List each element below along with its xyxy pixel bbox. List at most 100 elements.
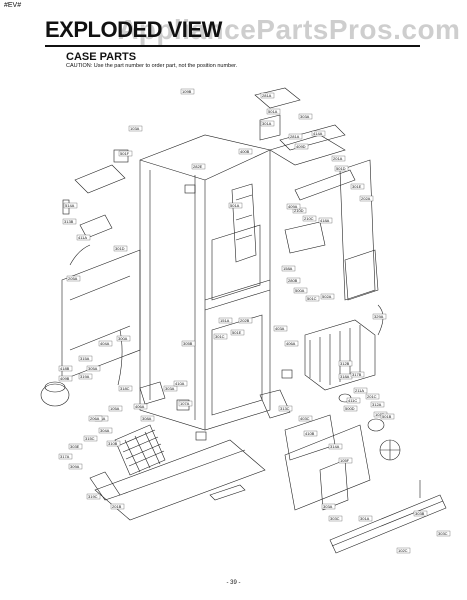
svg-text:303A: 303A (300, 114, 310, 119)
svg-text:105F: 105F (340, 458, 350, 463)
fan-motor-parts (259, 389, 401, 461)
callout-label: 514A (63, 202, 78, 209)
callout-label: 410A (173, 380, 188, 387)
svg-text:500D: 500D (345, 406, 355, 411)
evaporator (304, 304, 384, 391)
page-number: - 39 - (226, 580, 241, 586)
callout-label: 411C (346, 397, 361, 404)
base-plate (89, 439, 266, 521)
svg-text:102C: 102C (398, 548, 408, 553)
compressor-area (40, 329, 190, 411)
callout-label: 303A (298, 113, 313, 120)
callout-label: 418A (318, 217, 333, 224)
callout-label: 403C (298, 415, 313, 422)
callout-label: 409B (58, 375, 73, 382)
svg-text:314A: 314A (330, 444, 340, 449)
callout-label: 105A (108, 405, 123, 412)
callout-label: 210C (302, 215, 317, 222)
callout-label: 501F (118, 150, 133, 157)
svg-text:201A: 201A (333, 156, 343, 161)
svg-text:317B: 317B (352, 372, 362, 377)
callout-label: 205A (66, 275, 81, 282)
callout-label: 201C (365, 393, 380, 400)
svg-text:312B: 312B (340, 361, 350, 366)
svg-text:406A: 406A (135, 404, 145, 409)
callout-label: 501A (228, 202, 243, 209)
callout-label: 301D (113, 245, 128, 252)
callout-label: 305A (86, 365, 101, 372)
svg-text:329A: 329A (374, 314, 384, 319)
top-right-assembly (254, 87, 379, 301)
callout-label: 103A (128, 125, 143, 132)
svg-text:105A: 105A (110, 406, 120, 411)
callout-label: 318C (118, 385, 133, 392)
svg-text:418A: 418A (320, 218, 330, 223)
svg-text:202A: 202A (361, 196, 371, 201)
duct-assembly (231, 183, 257, 263)
left-top-parts (62, 149, 129, 266)
callout-label: 403A (273, 325, 288, 332)
svg-text:301D: 301D (115, 246, 125, 251)
svg-text:201C: 201C (367, 394, 377, 399)
document-code: #EV# (4, 2, 22, 9)
svg-text:411C: 411C (348, 398, 357, 403)
callout-label: 501B (380, 413, 395, 420)
callout-label: 151A (218, 317, 233, 324)
svg-text:318C: 318C (120, 386, 130, 391)
callout-label: 312B (338, 360, 353, 367)
svg-text:303A: 303A (165, 386, 175, 391)
callout-label: 317A (58, 453, 73, 460)
rear-panel (284, 424, 371, 511)
callout-label: 201A (331, 155, 346, 162)
callout-label: 404A (98, 340, 113, 347)
svg-text:500A: 500A (295, 288, 305, 293)
svg-text:202B: 202B (240, 318, 250, 323)
callout-label: 312A (370, 401, 385, 408)
svg-text:301C: 301C (215, 334, 225, 339)
callout-label: 500A (293, 287, 308, 294)
svg-text:309A: 309A (70, 464, 80, 469)
svg-text:319C: 319C (88, 494, 98, 499)
callout-label: 281A (288, 133, 303, 140)
svg-text:151A: 151A (220, 318, 230, 323)
svg-text:109B: 109B (182, 89, 192, 94)
callout-label: 313B (62, 218, 77, 225)
svg-text:502A: 502A (322, 294, 332, 299)
svg-text:300A: 300A (118, 336, 128, 341)
section-title: CASE PARTS (66, 51, 137, 63)
svg-text:514A: 514A (65, 203, 75, 208)
callout-label: 109B (180, 88, 195, 95)
svg-text:280B: 280B (288, 278, 298, 283)
svg-text:317A: 317A (60, 454, 70, 459)
callout-label: 301A (358, 515, 373, 522)
title-rule (45, 45, 420, 47)
callout-label: 300A (116, 335, 131, 342)
svg-text:418B: 418B (60, 366, 70, 371)
svg-text:303C: 303C (438, 531, 448, 536)
svg-text:107A: 107A (180, 401, 190, 406)
callout-label: 201B (110, 503, 125, 510)
svg-text:403C: 403C (300, 416, 310, 421)
callout-label: 303A (163, 385, 178, 392)
svg-text:501A: 501A (230, 203, 240, 208)
svg-text:281A: 281A (262, 93, 272, 98)
svg-text:206A: 206A (90, 416, 100, 421)
svg-text:501E: 501E (232, 330, 242, 335)
svg-text:400B: 400B (240, 149, 250, 154)
svg-text:305A: 305A (88, 366, 98, 371)
callout-label: 501A (266, 108, 281, 115)
svg-text:201B: 201B (112, 504, 122, 509)
svg-text:501C: 501C (307, 296, 317, 301)
callout-label: 410B (303, 430, 318, 437)
svg-text:301A: 301A (360, 516, 370, 521)
callout-label: 281A (260, 92, 275, 99)
callout-label: 105F (338, 457, 353, 464)
svg-text:310B: 310B (108, 441, 118, 446)
callout-label: 329A (372, 313, 387, 320)
svg-text:315A: 315A (80, 356, 90, 361)
svg-text:409D: 409D (296, 144, 306, 149)
svg-text:303E: 303E (70, 444, 80, 449)
callout-label: 414A (311, 130, 326, 137)
callout-label: 315A (78, 355, 93, 362)
